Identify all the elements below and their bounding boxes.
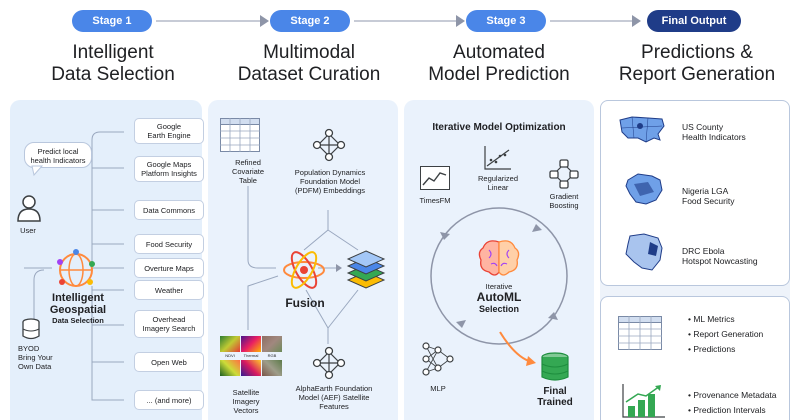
bubble-tail bbox=[31, 165, 44, 177]
user-label: User bbox=[20, 226, 36, 235]
fusion-atom-icon bbox=[283, 251, 325, 289]
report-item: ML Metrics bbox=[688, 312, 763, 327]
trained-model-database-icon bbox=[541, 352, 569, 381]
pdfm-network-icon bbox=[312, 128, 346, 162]
metadata-list: Provenance Metadata Prediction Intervals bbox=[688, 388, 777, 418]
data-source-chip: Food Security bbox=[134, 234, 204, 254]
data-source-chip: Data Commons bbox=[134, 200, 204, 220]
stage-3-panel: Iterative Model Optimization TimesFM Reg… bbox=[404, 100, 594, 420]
growth-chart-icon bbox=[622, 384, 665, 418]
aef-network-icon bbox=[312, 346, 346, 380]
timesfm-label: TimesFM bbox=[419, 196, 451, 205]
data-source-chip: Overture Maps bbox=[134, 258, 204, 278]
stage-4-title: Predictions &Report Generation bbox=[618, 42, 776, 85]
regression-icon bbox=[484, 146, 511, 170]
stage-3-pill: Stage 3 bbox=[466, 10, 546, 32]
optimization-heading: Iterative Model Optimization bbox=[432, 122, 566, 133]
stage-arrow-3-head bbox=[632, 15, 641, 27]
report-item: Predictions bbox=[688, 342, 763, 357]
drc-map-icon bbox=[625, 233, 663, 271]
us-county-map-icon bbox=[619, 116, 665, 143]
automl-label: Iterative AutoML Selection bbox=[476, 282, 522, 314]
fusion-label: Fusion bbox=[285, 296, 325, 310]
ndvi-tile-2 bbox=[220, 360, 240, 376]
data-source-chip: Open Web bbox=[134, 352, 204, 372]
layers-stack-icon bbox=[346, 250, 386, 289]
stage-1-pill: Stage 1 bbox=[72, 10, 152, 32]
satellite-tiles: NDVI Thermal RGB bbox=[220, 336, 282, 386]
stage-arrow-2-head bbox=[456, 15, 465, 27]
tile-label-ndvi: NDVI bbox=[225, 353, 235, 358]
metadata-item: Provenance Metadata bbox=[688, 388, 776, 403]
report-item: Report Generation bbox=[688, 327, 763, 342]
report-table-icon bbox=[618, 316, 662, 350]
thermal-tile-2 bbox=[241, 360, 261, 376]
stage-2-connectors bbox=[247, 186, 359, 344]
decision-tree-icon bbox=[549, 159, 579, 189]
data-source-chip: Weather bbox=[134, 280, 204, 300]
stage-arrow-3 bbox=[550, 20, 634, 22]
brain-icon bbox=[478, 240, 520, 276]
nigeria-map-icon bbox=[625, 173, 663, 205]
stage-1-connectors bbox=[24, 131, 124, 401]
stage-2-pill: Stage 2 bbox=[270, 10, 350, 32]
tile-label-thermal: Thermal bbox=[243, 353, 259, 358]
ndvi-tile bbox=[220, 336, 240, 352]
metadata-item: Prediction Intervals bbox=[688, 403, 777, 418]
timeseries-chart-icon bbox=[420, 166, 450, 190]
mlp-network-icon bbox=[422, 342, 454, 376]
data-source-chip: ... (and more) bbox=[134, 390, 204, 410]
stage-arrow-1-head bbox=[260, 15, 269, 27]
geospatial-engine-label: Intelligent Geospatial Data Selection bbox=[49, 292, 107, 325]
mlp-label: MLP bbox=[430, 384, 446, 393]
globe-network-icon bbox=[57, 249, 95, 287]
stage-arrow-2 bbox=[354, 20, 458, 22]
automl-cycle-ring bbox=[430, 207, 568, 366]
tile-label-rgb: RGB bbox=[267, 353, 277, 358]
stage-arrow-1 bbox=[156, 20, 262, 22]
rgb-tile bbox=[262, 336, 282, 352]
table-icon bbox=[220, 118, 260, 152]
thermal-tile bbox=[241, 336, 261, 352]
rgb-tile-2 bbox=[262, 360, 282, 376]
user-icon bbox=[17, 195, 41, 222]
database-icon bbox=[22, 318, 40, 340]
report-list: ML Metrics Report Generation Predictions bbox=[688, 312, 763, 357]
final-output-pill: Final Output bbox=[647, 10, 741, 32]
